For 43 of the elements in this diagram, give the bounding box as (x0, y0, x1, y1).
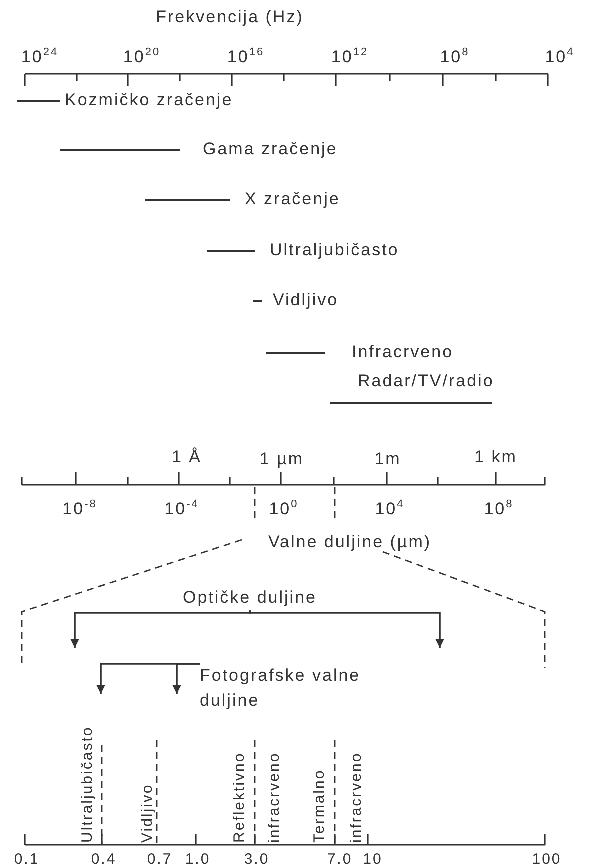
tick-label: 10 (363, 852, 383, 868)
tick-label: 10$^{16}$ (227, 48, 265, 68)
band-label: Gama zračenje (203, 140, 338, 160)
tick-label: 10$^{12}$ (331, 48, 369, 68)
axis-title: Frekvencija (Hz) (156, 8, 304, 28)
tick-label: 1.0 (185, 852, 211, 868)
bracket-arrow (249, 610, 444, 648)
unit-label: 1m (374, 450, 402, 470)
tick-label: 100 (532, 852, 562, 868)
band-label: Vidljivo (140, 784, 156, 843)
unit-label: 1 km (474, 448, 518, 468)
tick-label: 10$^{-4}$ (164, 500, 200, 520)
tick-label: 7.0 (327, 852, 353, 868)
band-label: X zračenje (245, 190, 340, 210)
axis-title: Valne duljine (µm) (268, 534, 432, 552)
bracket-arrow (172, 663, 200, 694)
band-label: Ultraljubičasto (270, 242, 400, 260)
band-label: Reflektivno (232, 752, 248, 843)
bracket-arrow (70, 610, 251, 648)
tick-label: 10$^{8}$ (440, 48, 470, 68)
tick-label: 10$^{4}$ (375, 500, 405, 520)
band-label: Radar/TV/radio (358, 372, 494, 392)
tick-label: 10$^{4}$ (545, 48, 575, 68)
band-label: infracrveno (266, 752, 284, 843)
tick-label: 0.4 (91, 852, 117, 868)
band-label: Termalno (312, 769, 328, 843)
range-label: Fotografske valne duljine (200, 664, 390, 714)
tick-label: 3.0 (244, 852, 270, 868)
band-label: Vidljivo (273, 292, 339, 310)
band-label: Infracrveno (352, 344, 454, 362)
tick-label: 0.1 (14, 852, 40, 868)
unit-label: 1 Å (172, 448, 202, 468)
tick-label: 10$^{8}$ (484, 500, 514, 520)
tick-label: 10$^{20}$ (123, 48, 161, 68)
band-label: Ultraljubičasto (80, 726, 96, 843)
tick-label: 10$^{0}$ (269, 500, 299, 520)
band-label: Kozmičko zračenje (65, 92, 234, 110)
unit-label: 1 µm (260, 450, 304, 470)
tick-label: 10$^{-8}$ (62, 500, 98, 520)
tick-label: 0.7 (147, 852, 173, 868)
tick-label: 10$^{24}$ (21, 48, 59, 68)
range-label: Optičke duljine (150, 586, 350, 611)
band-label: infracrveno (348, 752, 366, 843)
